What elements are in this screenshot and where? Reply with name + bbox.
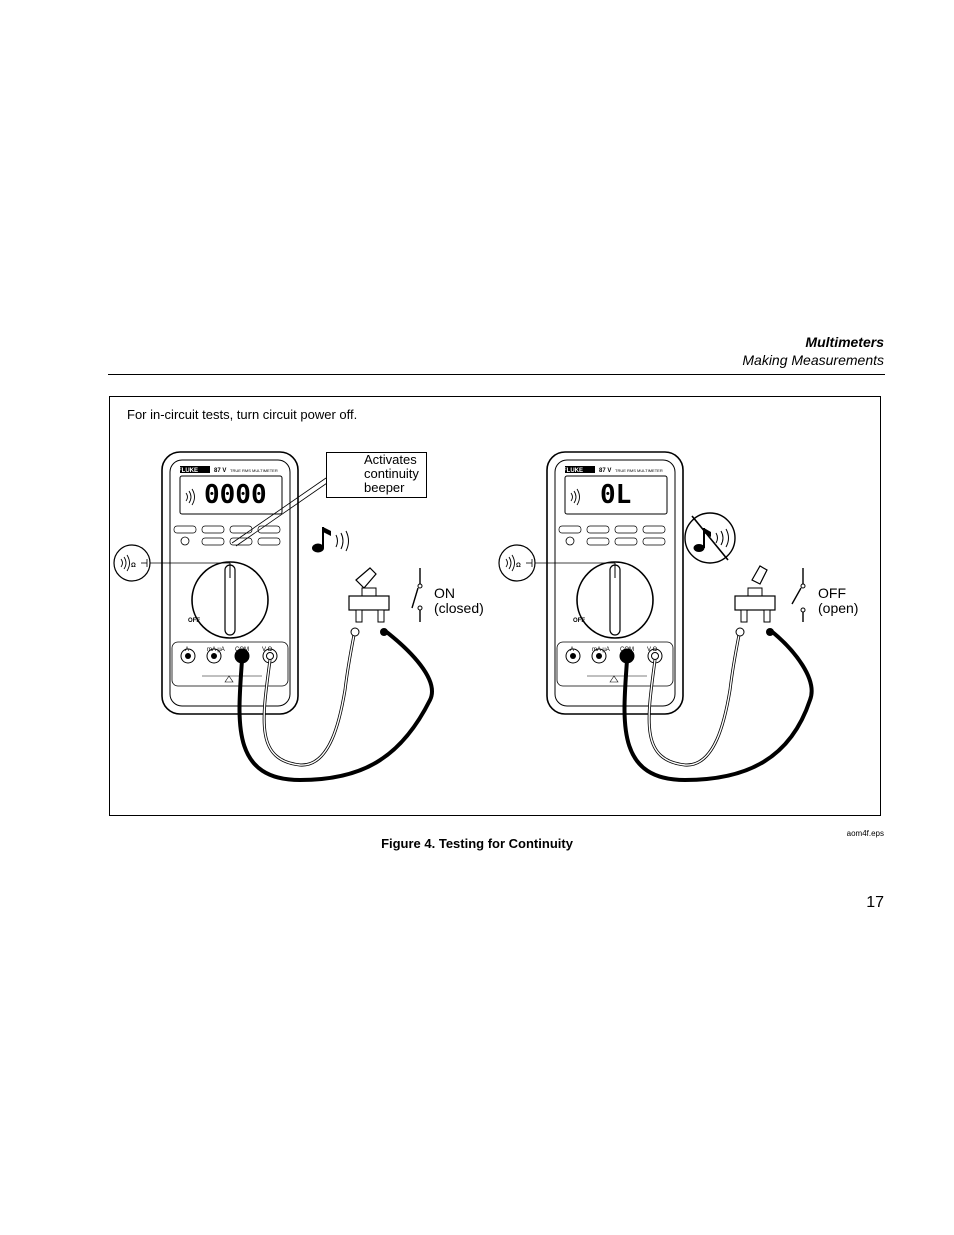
right-lcd-reading: 0L	[600, 480, 631, 510]
right-ohm-icon: Ω	[516, 563, 521, 569]
ohm-icon: Ω	[131, 563, 136, 569]
muted-note-icon	[684, 512, 736, 564]
right-jack-a: A	[570, 647, 574, 653]
figure-file-name: aom4f.eps	[846, 829, 884, 838]
page-number: 17	[866, 894, 884, 911]
right-toggle-switch	[734, 565, 776, 623]
left-switch-schematic	[411, 568, 423, 622]
section-subtitle: Making Measurements	[742, 352, 884, 368]
left-jack-v: V Ω	[262, 647, 273, 653]
figure-note: For in-circuit tests, turn circuit power…	[127, 407, 358, 422]
callout-box	[326, 452, 427, 498]
header-rule	[108, 374, 885, 375]
right-jack-com: COM	[620, 647, 634, 653]
right-jack-v: V Ω	[647, 647, 658, 653]
right-off-label: OFF	[573, 618, 585, 624]
left-jack-a: A	[185, 647, 189, 653]
switch-off-label: OFF (open)	[818, 585, 859, 616]
right-subtitle: TRUE RMS MULTIMETER	[615, 468, 663, 473]
left-subtitle: TRUE RMS MULTIMETER	[230, 468, 278, 473]
right-jack-ma: mA µA	[592, 647, 610, 653]
switch-on-label: ON (closed)	[434, 585, 484, 616]
left-jack-ma: mA µA	[207, 647, 225, 653]
left-toggle-switch	[348, 567, 390, 623]
section-title: Multimeters	[805, 334, 884, 350]
left-brand: FLUKE	[178, 468, 198, 474]
music-note-icon	[312, 527, 349, 553]
callout-text: Activates continuity beeper	[364, 452, 419, 495]
right-brand: FLUKE	[563, 468, 583, 474]
left-model: 87 V	[214, 468, 226, 474]
left-jack-com: COM	[235, 647, 249, 653]
figure-caption: Figure 4. Testing for Continuity	[381, 836, 573, 851]
left-off-label: OFF	[188, 618, 200, 624]
figure-frame	[109, 396, 881, 816]
left-lcd-reading: 0000	[204, 480, 267, 510]
right-switch-schematic	[791, 568, 806, 622]
right-model: 87 V	[599, 468, 611, 474]
